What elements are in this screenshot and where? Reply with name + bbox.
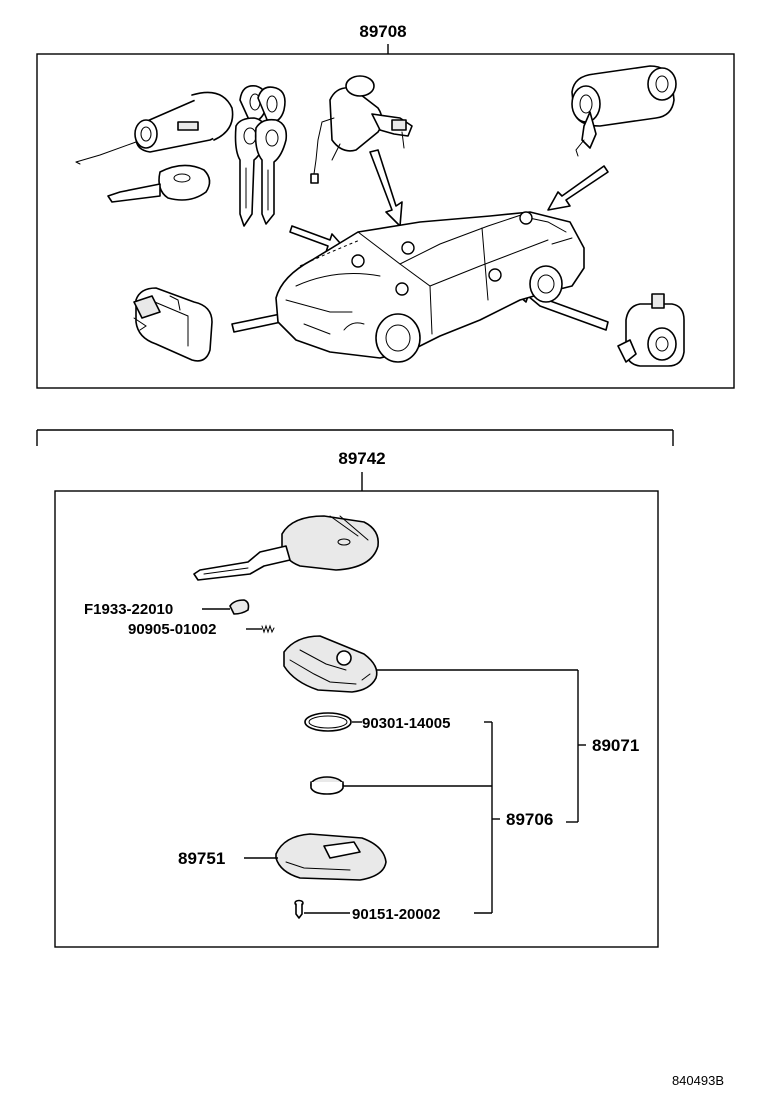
remote-case-lower-icon <box>275 833 387 881</box>
battery-icon <box>310 776 344 795</box>
part-90301-14005: 90301-14005 <box>362 715 450 732</box>
spring-icon <box>261 624 275 634</box>
remote-case-upper-icon <box>283 635 378 693</box>
part-90151-20002: 90151-20002 <box>352 906 440 923</box>
part-89751: 89751 <box>178 849 225 868</box>
door-key-cylinder-icon <box>617 293 685 367</box>
glove-box-lock-icon <box>133 287 213 362</box>
kit-frame <box>36 53 735 389</box>
key-assembly-number-label: 89742 <box>338 449 385 468</box>
door-lock-cylinder-icon <box>310 75 413 184</box>
trunk-lock-cylinder-icon <box>571 65 677 157</box>
part-f1933-22010: F1933-22010 <box>84 601 173 618</box>
ignition-location-marker <box>351 254 365 268</box>
ignition-cylinder-icon <box>75 91 234 165</box>
arrow-trunk <box>547 165 609 211</box>
part-89071: 89071 <box>592 736 639 755</box>
left-door-location-marker <box>395 282 409 296</box>
part-89706: 89706 <box>506 810 553 829</box>
arrow-door-top <box>369 149 403 227</box>
screw-icon <box>294 899 304 919</box>
key-blade-icon <box>193 515 380 581</box>
part-90905-01002: 90905-01002 <box>128 621 216 638</box>
transponder-chip-icon <box>229 599 250 615</box>
trunk-location-marker <box>519 211 533 225</box>
key-assembly-frame <box>54 490 659 948</box>
right-door-location-marker <box>488 268 502 282</box>
illustration-reference-code: 840493B <box>672 1073 724 1088</box>
car-icon <box>275 211 585 363</box>
transponder-key-icon <box>107 164 211 203</box>
o-ring-inner-icon <box>308 715 348 729</box>
kit-number-label: 89708 <box>359 22 406 41</box>
door-location-marker <box>401 241 415 255</box>
master-keys-icon <box>234 84 288 227</box>
